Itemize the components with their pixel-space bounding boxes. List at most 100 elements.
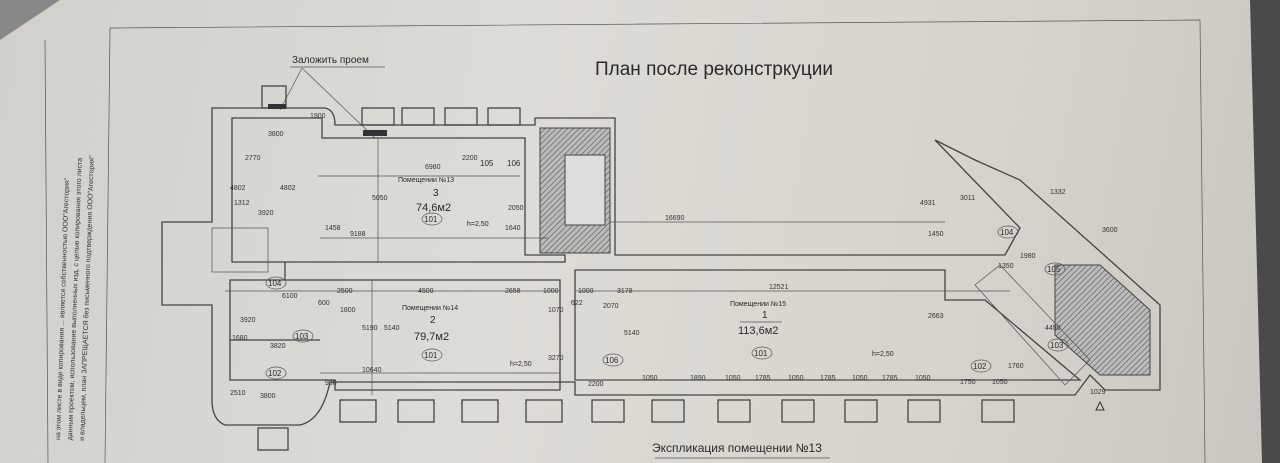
photo-edge xyxy=(1250,0,1280,463)
svg-text:4500: 4500 xyxy=(418,288,434,295)
svg-text:1785: 1785 xyxy=(820,375,836,382)
svg-text:2770: 2770 xyxy=(245,155,261,162)
svg-text:1458: 1458 xyxy=(325,225,341,232)
svg-text:4450: 4450 xyxy=(1045,325,1061,332)
photo-corner xyxy=(0,0,60,40)
svg-text:16690: 16690 xyxy=(665,215,685,222)
svg-text:101: 101 xyxy=(424,351,438,360)
svg-text:2663: 2663 xyxy=(928,313,944,320)
svg-text:2200: 2200 xyxy=(462,155,478,162)
svg-text:1332: 1332 xyxy=(1050,189,1066,196)
svg-text:103: 103 xyxy=(295,332,309,341)
svg-text:1350: 1350 xyxy=(998,263,1014,270)
svg-text:12521: 12521 xyxy=(769,284,789,291)
svg-text:1050: 1050 xyxy=(642,375,658,382)
svg-text:10640: 10640 xyxy=(362,367,382,374)
svg-text:1900: 1900 xyxy=(310,113,326,120)
margin-notes: на этом листе в виде копирования ... явл… xyxy=(54,155,96,441)
svg-text:2200: 2200 xyxy=(588,381,604,388)
svg-text:3: 3 xyxy=(433,188,439,199)
note-brick-up-opening: Заложить проем xyxy=(292,55,369,66)
svg-text:1050: 1050 xyxy=(992,379,1008,386)
svg-text:5140: 5140 xyxy=(624,330,640,337)
svg-text:1800: 1800 xyxy=(340,307,356,314)
svg-text:4931: 4931 xyxy=(920,200,936,207)
dimension-labels: 3800 1900 2770 4802 4802 6980 5050 2200 … xyxy=(230,113,1118,400)
svg-text:3178: 3178 xyxy=(617,288,633,295)
svg-text:Помещении №15: Помещении №15 xyxy=(730,301,786,308)
svg-text:2050: 2050 xyxy=(508,205,524,212)
svg-text:101: 101 xyxy=(754,349,768,358)
svg-text:113,6м2: 113,6м2 xyxy=(738,325,778,337)
room-tags: 104 103 102 105 106 106 104 105 103 102 xyxy=(265,159,1069,380)
svg-text:3920: 3920 xyxy=(258,210,274,217)
room-13: Помещении №13 3 74,6м2 101 h=2,50 xyxy=(398,177,489,228)
svg-text:1760: 1760 xyxy=(1008,363,1024,370)
svg-text:3920: 3920 xyxy=(240,317,256,324)
svg-text:4802: 4802 xyxy=(280,185,296,192)
svg-text:1680: 1680 xyxy=(232,335,248,342)
svg-text:h=2,50: h=2,50 xyxy=(510,361,532,368)
svg-text:1640: 1640 xyxy=(505,225,521,232)
svg-text:105: 105 xyxy=(480,159,494,168)
svg-text:3800: 3800 xyxy=(260,393,276,400)
svg-text:1000: 1000 xyxy=(543,288,559,295)
room-14: Помещении №14 2 79,7м2 101 h=2,50 xyxy=(402,305,532,368)
svg-text:1312: 1312 xyxy=(234,200,250,207)
svg-text:1890: 1890 xyxy=(690,375,706,382)
svg-text:5190: 5190 xyxy=(362,325,378,332)
svg-text:102: 102 xyxy=(268,369,282,378)
svg-text:3270: 3270 xyxy=(548,355,564,362)
svg-text:104: 104 xyxy=(268,279,282,288)
svg-text:2658: 2658 xyxy=(505,288,521,295)
svg-text:h=2,50: h=2,50 xyxy=(467,221,489,228)
svg-text:103: 103 xyxy=(1050,341,1064,350)
explication-heading: Экспликация помещении №13 xyxy=(652,441,822,455)
svg-text:3800: 3800 xyxy=(268,131,284,138)
drawing-frame xyxy=(104,19,1206,463)
svg-text:105: 105 xyxy=(1047,265,1061,274)
walls xyxy=(161,107,1161,426)
plan-title: План после реконстркуции xyxy=(595,59,833,80)
svg-text:6100: 6100 xyxy=(282,293,298,300)
svg-text:2: 2 xyxy=(430,315,436,326)
svg-text:1070: 1070 xyxy=(548,307,564,314)
svg-text:930: 930 xyxy=(325,380,337,387)
room-15: Помещении №15 1 113,6м2 101 h=2,50 xyxy=(730,301,894,360)
svg-text:1050: 1050 xyxy=(725,375,741,382)
svg-text:3820: 3820 xyxy=(270,343,286,350)
stairs-left xyxy=(211,227,269,273)
north-marker-icon xyxy=(1095,400,1105,411)
svg-text:2500: 2500 xyxy=(337,288,353,295)
svg-text:79,7м2: 79,7м2 xyxy=(414,331,449,343)
svg-text:1785: 1785 xyxy=(755,375,771,382)
svg-text:1785: 1785 xyxy=(882,375,898,382)
svg-text:6980: 6980 xyxy=(425,164,441,171)
svg-text:2510: 2510 xyxy=(230,390,246,397)
svg-text:5140: 5140 xyxy=(384,325,400,332)
svg-text:5050: 5050 xyxy=(372,195,388,202)
svg-text:74,6м2: 74,6м2 xyxy=(416,202,451,214)
svg-text:101: 101 xyxy=(424,215,438,224)
svg-text:106: 106 xyxy=(605,356,619,365)
windows-bottom xyxy=(257,399,1015,451)
svg-text:1980: 1980 xyxy=(1020,253,1036,260)
svg-text:1050: 1050 xyxy=(788,375,804,382)
svg-text:1: 1 xyxy=(762,310,768,321)
svg-text:102: 102 xyxy=(973,362,987,371)
svg-text:622: 622 xyxy=(571,300,583,307)
svg-text:3600: 3600 xyxy=(1102,227,1118,234)
svg-text:1750: 1750 xyxy=(960,379,976,386)
svg-text:1450: 1450 xyxy=(928,231,944,238)
svg-text:1029: 1029 xyxy=(1090,389,1106,396)
svg-text:1000: 1000 xyxy=(578,288,594,295)
svg-text:h=2,50: h=2,50 xyxy=(872,351,894,358)
svg-text:4802: 4802 xyxy=(230,185,246,192)
svg-text:104: 104 xyxy=(1000,228,1014,237)
stairwell-right xyxy=(1054,264,1151,376)
svg-text:2070: 2070 xyxy=(603,303,619,310)
svg-text:Помещении №13: Помещении №13 xyxy=(398,177,454,184)
svg-text:600: 600 xyxy=(318,300,330,307)
